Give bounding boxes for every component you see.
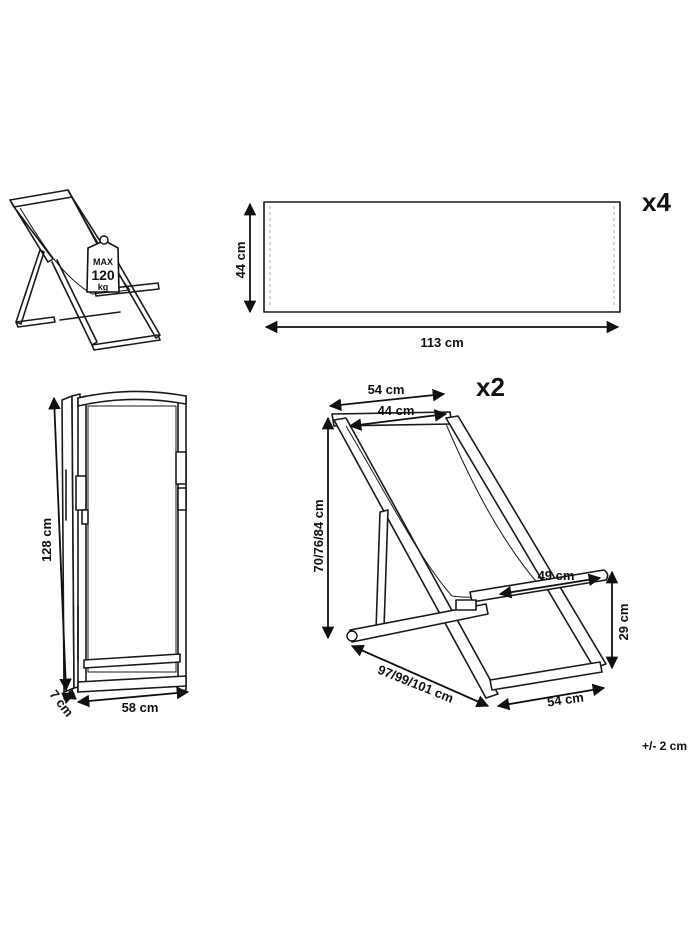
weight-badge: MAX 120 kg — [86, 235, 120, 293]
base-width-label: 54 cm — [546, 690, 585, 710]
fabric-width-dimension: 113 cm — [264, 320, 620, 350]
top-inner-width-dimension: 44 cm — [348, 403, 448, 431]
folded-height-label: 128 cm — [39, 518, 54, 562]
top-inner-width-label: 44 cm — [378, 403, 415, 418]
badge-value: 120 — [91, 267, 115, 283]
seat-height-dimension: 70/76/84 cm — [311, 416, 335, 640]
fabric-height-dimension: 44 cm — [233, 202, 257, 314]
fabric-width-label: 113 cm — [420, 335, 463, 350]
folded-height-dimension: 128 cm — [39, 396, 72, 692]
badge-max-label: MAX — [93, 257, 113, 267]
top-outer-width-dimension: 54 cm — [328, 382, 446, 412]
armrest-height-dimension: 29 cm — [605, 570, 631, 670]
armrest-height-label: 29 cm — [616, 604, 631, 641]
armrest-length-label: 49 cm — [538, 568, 575, 583]
folded-width-label: 58 cm — [122, 700, 159, 715]
fabric-panel-illustration — [263, 201, 621, 313]
base-width-dimension: 54 cm — [496, 683, 606, 711]
fabric-height-label: 44 cm — [233, 242, 248, 279]
armrest-length-dimension: 49 cm — [498, 568, 602, 599]
depth-label: 97/99/101 cm — [376, 662, 456, 706]
top-outer-width-label: 54 cm — [368, 382, 405, 397]
folded-depth-dimension: 7 cm — [47, 687, 77, 720]
chair-quantity: x2 — [476, 372, 505, 402]
folded-depth-label: 7 cm — [47, 687, 77, 720]
folded-chair-illustration — [61, 390, 187, 693]
tolerance-note: +/- 2 cm — [642, 739, 687, 753]
small-chair-illustration — [9, 189, 161, 351]
folded-width-dimension: 58 cm — [76, 686, 190, 715]
fabric-quantity: x4 — [642, 187, 671, 217]
badge-unit: kg — [98, 282, 109, 292]
seat-height-label: 70/76/84 cm — [311, 499, 326, 572]
